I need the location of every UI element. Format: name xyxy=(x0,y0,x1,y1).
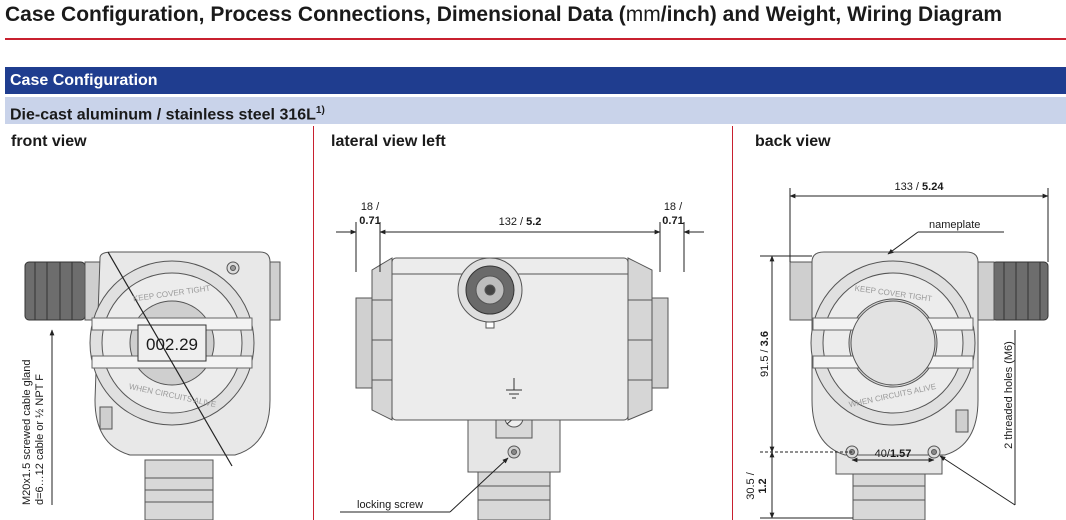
back-dim-base-mm: 30.5 / xyxy=(745,471,757,499)
lateral-dim-left-bottom: 0.71 xyxy=(359,215,380,227)
threaded-holes-label: 2 threaded holes (M6) xyxy=(1003,341,1015,449)
locking-screw-leader xyxy=(449,457,509,513)
column-divider-1 xyxy=(313,126,314,520)
back-dim-holes: 40/1.57 xyxy=(875,448,912,460)
lateral-view-drawing xyxy=(355,257,669,520)
back-dim-width: 133 / 5.24 xyxy=(895,181,945,193)
footnote-marker: 1) xyxy=(315,105,325,116)
nameplate-label: nameplate xyxy=(929,219,980,231)
front-view-label: front view xyxy=(11,133,87,150)
front-view-drawing xyxy=(24,251,281,520)
title-underline xyxy=(5,38,1066,40)
page-title: Case Configuration, Process Connections,… xyxy=(5,3,1003,26)
lateral-dimensions xyxy=(336,222,704,272)
lateral-dim-right-top: 18 / xyxy=(664,201,683,213)
back-dimensions xyxy=(760,188,1049,519)
lateral-dim-left-top: 18 / xyxy=(361,201,380,213)
locking-screw-label: locking screw xyxy=(357,499,423,511)
back-dim-height: 91.5 / 3.6 xyxy=(759,331,771,377)
display-readout: 002.29 xyxy=(146,335,198,354)
lateral-dim-right-bottom: 0.71 xyxy=(662,215,683,227)
cable-gland-label-2: d=6…12 cable or ½ NPT F xyxy=(34,374,46,505)
column-divider-2 xyxy=(732,126,733,520)
lateral-view-label: lateral view left xyxy=(331,133,446,150)
section-subheader: Die-cast aluminum / stainless steel 316L… xyxy=(5,97,1066,124)
back-view-label: back view xyxy=(755,133,831,150)
back-view-drawing xyxy=(789,251,1049,520)
section-header: Case Configuration xyxy=(5,67,1066,94)
cable-gland-label-1: M20x1.5 screwed cable gland xyxy=(21,359,33,505)
back-dim-base-in: 1.2 xyxy=(757,478,769,493)
lateral-dim-mid: 132 / 5.2 xyxy=(499,216,542,228)
